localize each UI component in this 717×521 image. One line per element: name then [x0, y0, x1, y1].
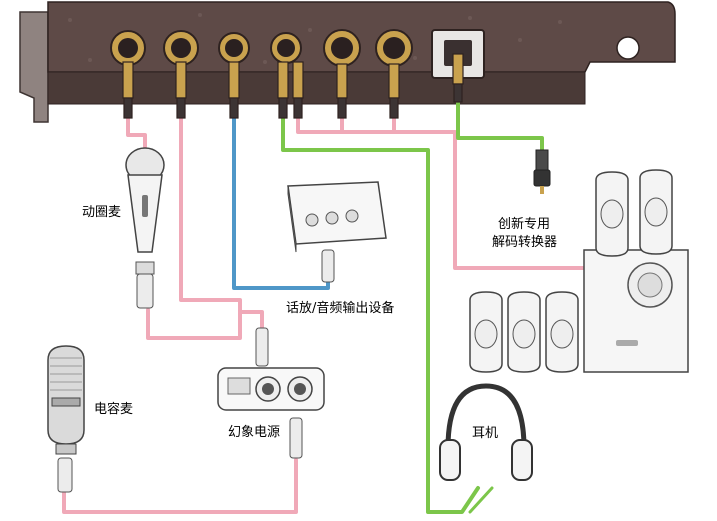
cable-speakers	[296, 116, 586, 270]
label-decoder-line2: 解码转换器	[492, 235, 557, 250]
headphones-icon	[439, 383, 533, 481]
jack-port-1	[110, 30, 146, 66]
phantom-power-icon	[217, 327, 325, 459]
cable-condenser	[62, 458, 298, 514]
playback-device-icon	[287, 181, 387, 283]
cable-phantom-input	[146, 116, 242, 340]
label-phantom-power: 幻象电源	[228, 425, 280, 440]
cable-playback	[232, 116, 330, 290]
jack-ports	[110, 29, 485, 79]
cable-headphones	[281, 116, 480, 514]
condenser-mic-icon	[47, 345, 85, 493]
label-condenser-mic: 电容麦	[94, 401, 133, 417]
label-playback-device: 话放/音频输出设备	[286, 300, 394, 316]
jack-port-2	[163, 30, 199, 66]
cable-dynamic-mic	[126, 116, 147, 152]
jack-port-5	[323, 29, 361, 67]
mounting-hole	[616, 36, 640, 60]
label-dynamic-mic: 动圈麦	[82, 205, 121, 220]
inserted-plugs	[122, 53, 464, 119]
jack-port-3	[218, 32, 250, 64]
label-decoder-line1: 创新专用	[498, 216, 550, 232]
jack-port-6	[375, 29, 413, 67]
label-headphones: 耳机	[472, 426, 498, 441]
optical-plug-icon	[533, 149, 551, 194]
jack-port-4	[270, 32, 302, 64]
speaker-system-icon	[469, 169, 689, 373]
dynamic-mic-icon	[125, 147, 165, 309]
cable-decoder	[456, 100, 544, 152]
cable-phantom-link	[238, 310, 264, 332]
